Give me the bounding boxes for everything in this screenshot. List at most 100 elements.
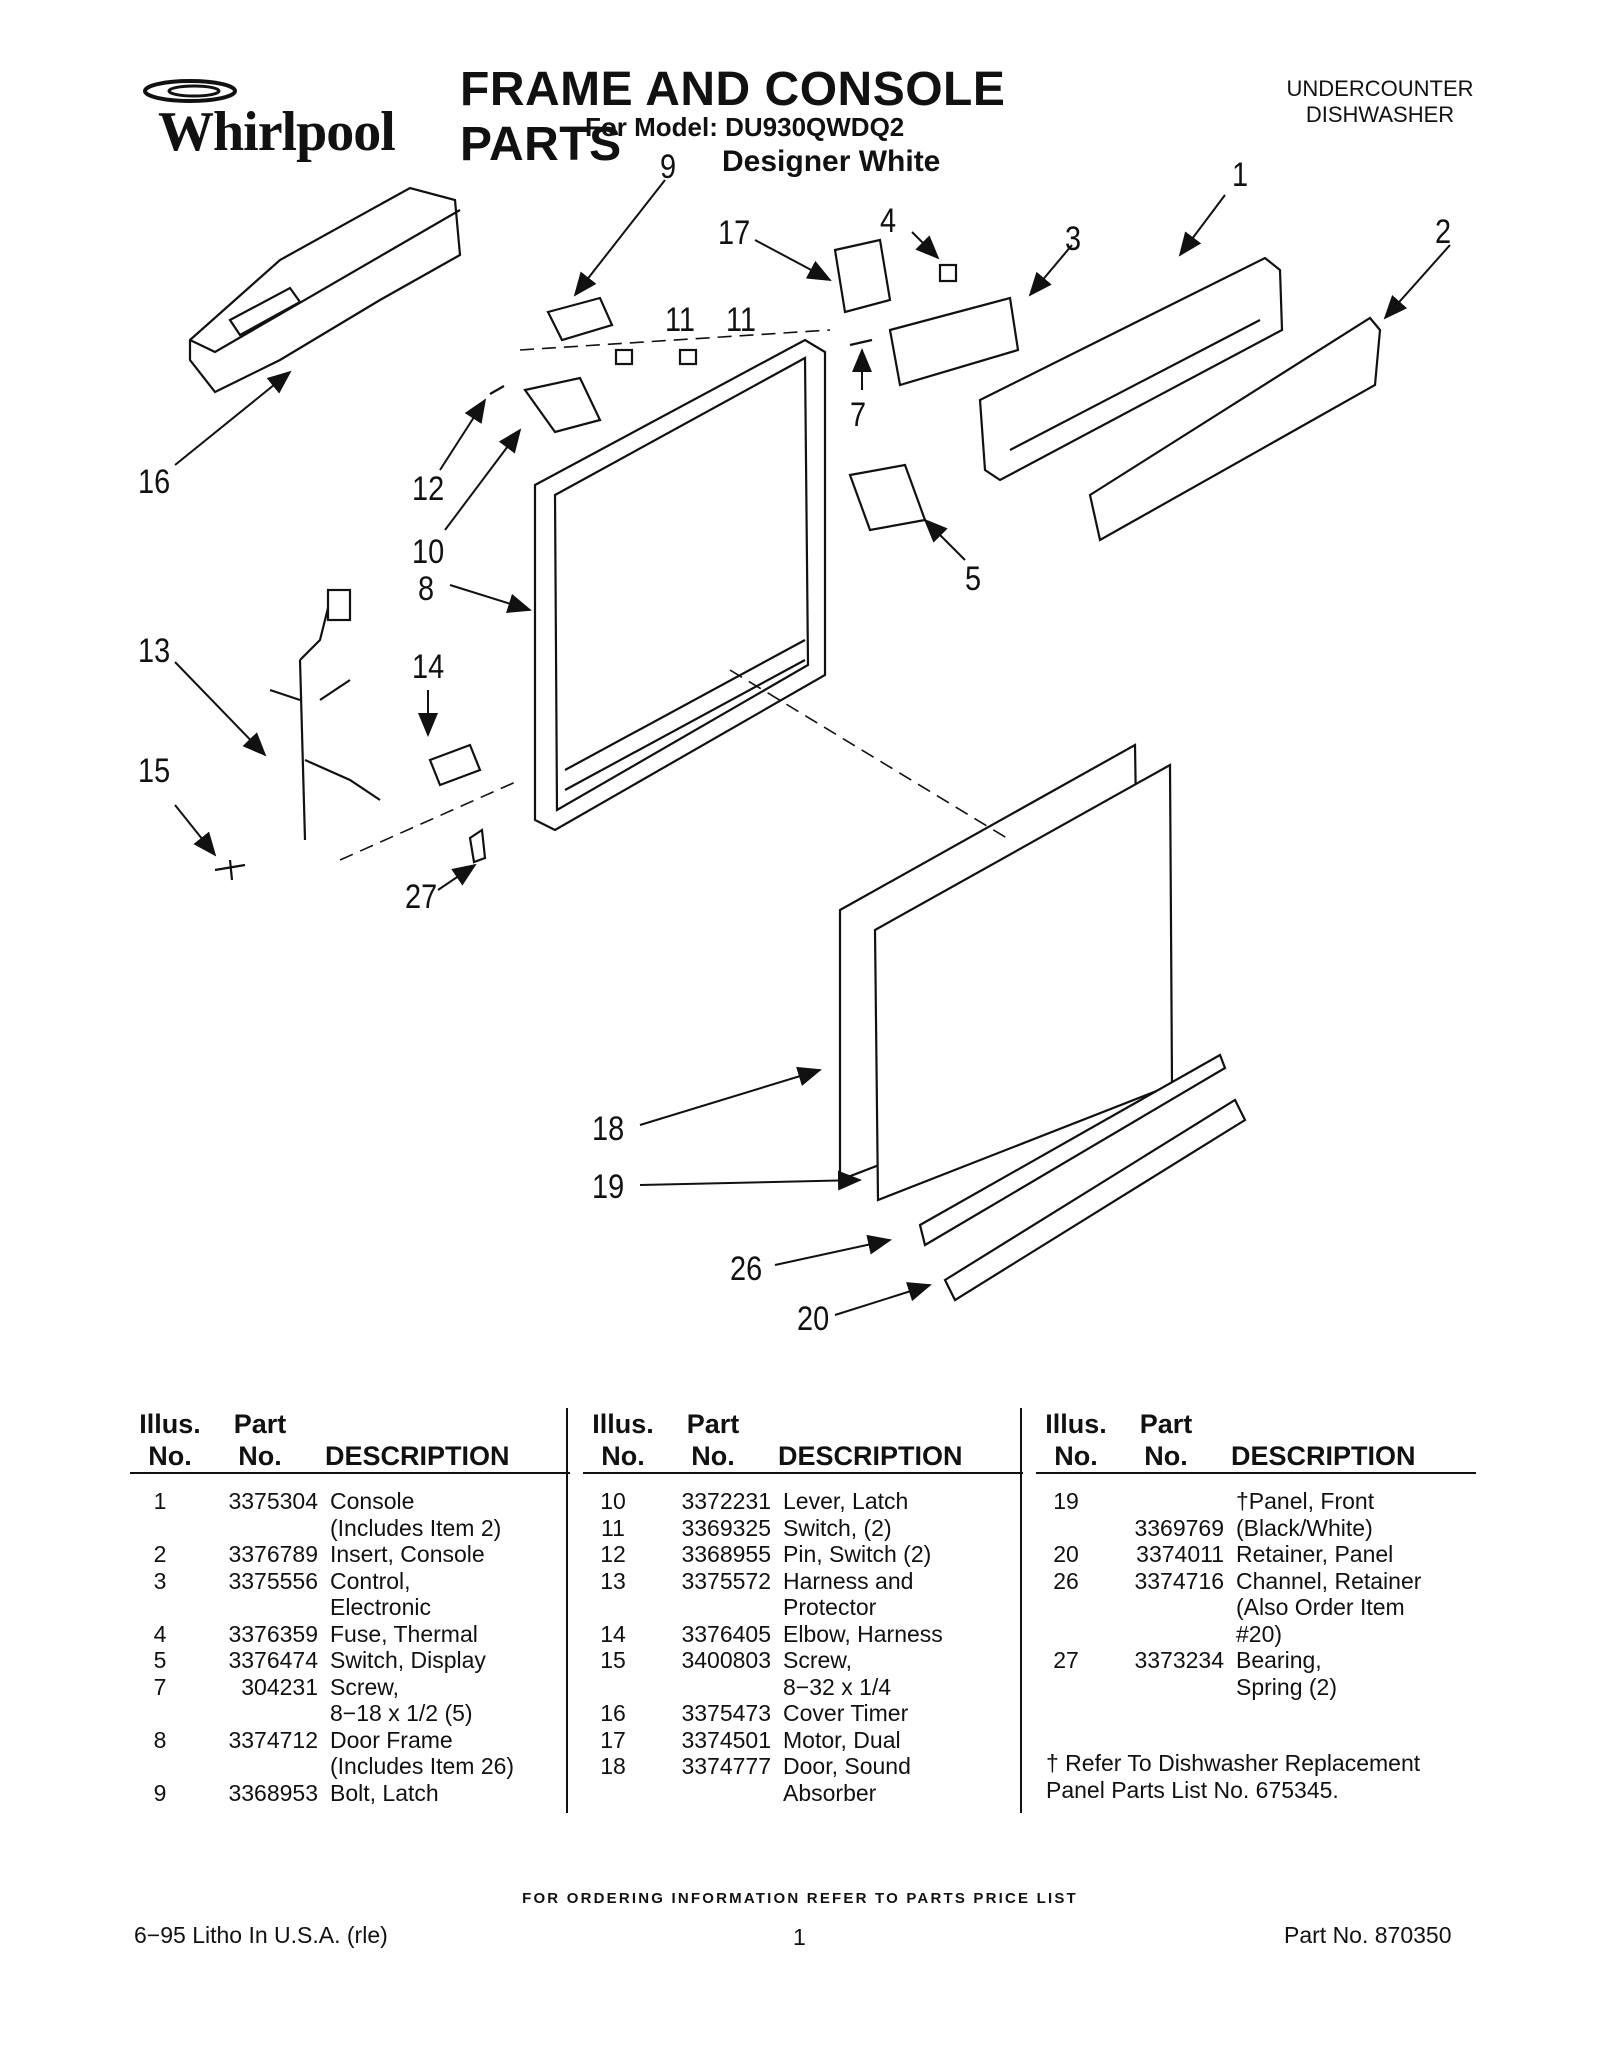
part-number: Part No. 870350 [1284, 1922, 1452, 1948]
exploded-parts-diagram [174, 179, 1451, 1316]
callout-27: 27 [405, 878, 438, 916]
callout-11b: 11 [726, 301, 757, 339]
illus-number: 9 [153, 1779, 167, 1806]
description-line: Cover Timer [783, 1700, 909, 1726]
table-row: 3369769(Black/White) [1036, 1515, 1476, 1542]
header-illus-no: No. [601, 1441, 645, 1471]
console-parts [978, 256, 1382, 542]
part-number-cell: 3374716 [1134, 1567, 1224, 1594]
callout-7: 7 [850, 396, 867, 434]
illus-number: 10 [600, 1488, 626, 1514]
description-line: Retainer, Panel [1236, 1541, 1394, 1567]
description-line: Door Frame [330, 1726, 453, 1753]
door-frame-part [533, 338, 827, 832]
control-parts [833, 238, 1020, 387]
header-description: DESCRIPTION [778, 1441, 963, 1471]
product-type: UNDERCOUNTER DISHWASHER [1230, 76, 1530, 128]
part-number-cell: 3376359 [228, 1620, 318, 1647]
description-cell: Door Frame(Includes Item 26) [330, 1727, 570, 1780]
part-number-cell: 3368955 [681, 1541, 771, 1567]
illus-number: 26 [1053, 1567, 1079, 1594]
callout-20: 20 [797, 1300, 830, 1338]
header-illus: Illus. [139, 1409, 201, 1439]
description-line: Pin, Switch (2) [783, 1541, 932, 1567]
ordering-info: FOR ORDERING INFORMATION REFER TO PARTS … [522, 1890, 1078, 1907]
column-divider [566, 1408, 568, 1813]
display-switch-part [848, 463, 927, 532]
callout-3: 3 [1065, 220, 1082, 258]
table-row: 19†Panel, Front [1036, 1488, 1476, 1515]
product-type-line2: DISHWASHER [1305, 102, 1455, 127]
color-line: Designer White [722, 145, 941, 178]
callout-11a: 11 [665, 301, 696, 339]
description-line: (Black/White) [1236, 1514, 1373, 1541]
callout-18: 18 [592, 1110, 625, 1148]
illus-number: 13 [600, 1567, 626, 1594]
part-number-cell: 3376474 [228, 1647, 318, 1673]
callout-13: 13 [138, 632, 171, 670]
description-line: Fuse, Thermal [330, 1620, 478, 1647]
header-illus: Illus. [1045, 1409, 1107, 1439]
page-number: 1 [793, 1924, 806, 1950]
description-line: Lever, Latch [783, 1488, 909, 1514]
latch-parts [489, 296, 698, 434]
description-cell: Elbow, Harness [783, 1621, 1023, 1648]
description-cell: Bolt, Latch [330, 1780, 570, 1807]
description-line: Console [330, 1488, 415, 1514]
illus-number: 16 [600, 1700, 626, 1726]
part-number-cell: 3400803 [681, 1647, 771, 1673]
part-number-cell: 3369325 [681, 1514, 771, 1541]
description-line: Insert, Console [330, 1541, 485, 1567]
description-cell: Screw,8−18 x 1/2 (5) [330, 1674, 570, 1727]
description-cell: (Black/White) [1236, 1515, 1476, 1542]
callout-15: 15 [138, 752, 171, 790]
cover-timer-part [188, 186, 462, 394]
part-number-cell: 3374712 [228, 1726, 318, 1753]
description-line: Switch, (2) [783, 1514, 892, 1541]
illus-number: 5 [153, 1647, 167, 1673]
part-number-cell: 3374777 [681, 1753, 771, 1779]
description-cell: Cover Timer [783, 1700, 1023, 1727]
description-line: Electronic [330, 1594, 431, 1620]
part-number-cell: 3375304 [228, 1488, 318, 1514]
header-part: Part [1139, 1409, 1193, 1439]
harness-parts [214, 588, 487, 881]
product-type-line1: UNDERCOUNTER [1286, 76, 1474, 101]
description-cell: Bearing,Spring (2) [1236, 1647, 1476, 1700]
logo-swirl-icon [143, 79, 237, 103]
header-part-no: No. [691, 1441, 735, 1471]
replacement-note: † Refer To Dishwasher Replacement Panel … [1046, 1750, 1506, 1804]
callout-9: 9 [660, 148, 677, 186]
description-cell: Pin, Switch (2) [783, 1541, 1023, 1568]
description-cell: Console(Includes Item 2) [330, 1488, 570, 1541]
illus-number: 27 [1053, 1647, 1079, 1673]
illus-number: 12 [600, 1541, 626, 1567]
header-part: Part [686, 1409, 740, 1439]
part-number-cell: 3375556 [228, 1567, 318, 1594]
header-part: Part [233, 1409, 287, 1439]
part-number-cell: 304231 [241, 1673, 318, 1700]
callout-8: 8 [418, 570, 435, 608]
description-line: Elbow, Harness [783, 1620, 943, 1647]
column-divider [1020, 1408, 1022, 1813]
illus-number: 18 [600, 1753, 626, 1779]
header-part-no: No. [1144, 1441, 1188, 1471]
description-cell: Retainer, Panel [1236, 1541, 1476, 1568]
